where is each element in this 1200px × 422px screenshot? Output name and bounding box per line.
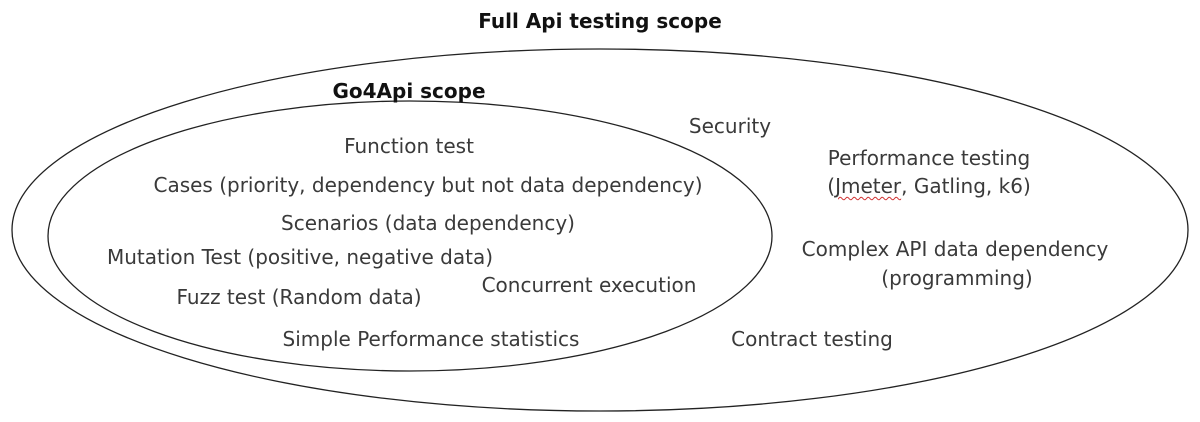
- concurrent-execution-label: Concurrent execution: [481, 273, 697, 297]
- simple-performance-label: Simple Performance statistics: [282, 327, 580, 351]
- contract-testing-label: Contract testing: [731, 327, 893, 351]
- perf-tools-rest: , Gatling, k6): [901, 174, 1031, 198]
- inner-scope-ellipse: [47, 100, 773, 372]
- scenarios-label: Scenarios (data dependency): [281, 211, 575, 235]
- jmeter-text: Jmeter: [835, 174, 902, 198]
- outer-scope-title: Full Api testing scope: [478, 9, 722, 33]
- complex-dependency-label: Complex API data dependency: [801, 237, 1109, 261]
- security-label: Security: [688, 114, 772, 138]
- performance-testing-label: Performance testing: [827, 146, 1031, 170]
- programming-label: (programming): [881, 266, 1033, 290]
- function-test-label: Function test: [344, 134, 474, 158]
- perf-tools-open-paren: (: [827, 174, 836, 198]
- cases-label: Cases (priority, dependency but not data…: [153, 173, 703, 197]
- performance-tools-label: (Jmeter, Gatling, k6): [827, 174, 1031, 198]
- inner-scope-title: Go4Api scope: [332, 79, 486, 103]
- outer-scope-ellipse: [11, 48, 1189, 412]
- fuzz-test-label: Fuzz test (Random data): [176, 285, 422, 309]
- mutation-test-label: Mutation Test (positive, negative data): [106, 245, 494, 269]
